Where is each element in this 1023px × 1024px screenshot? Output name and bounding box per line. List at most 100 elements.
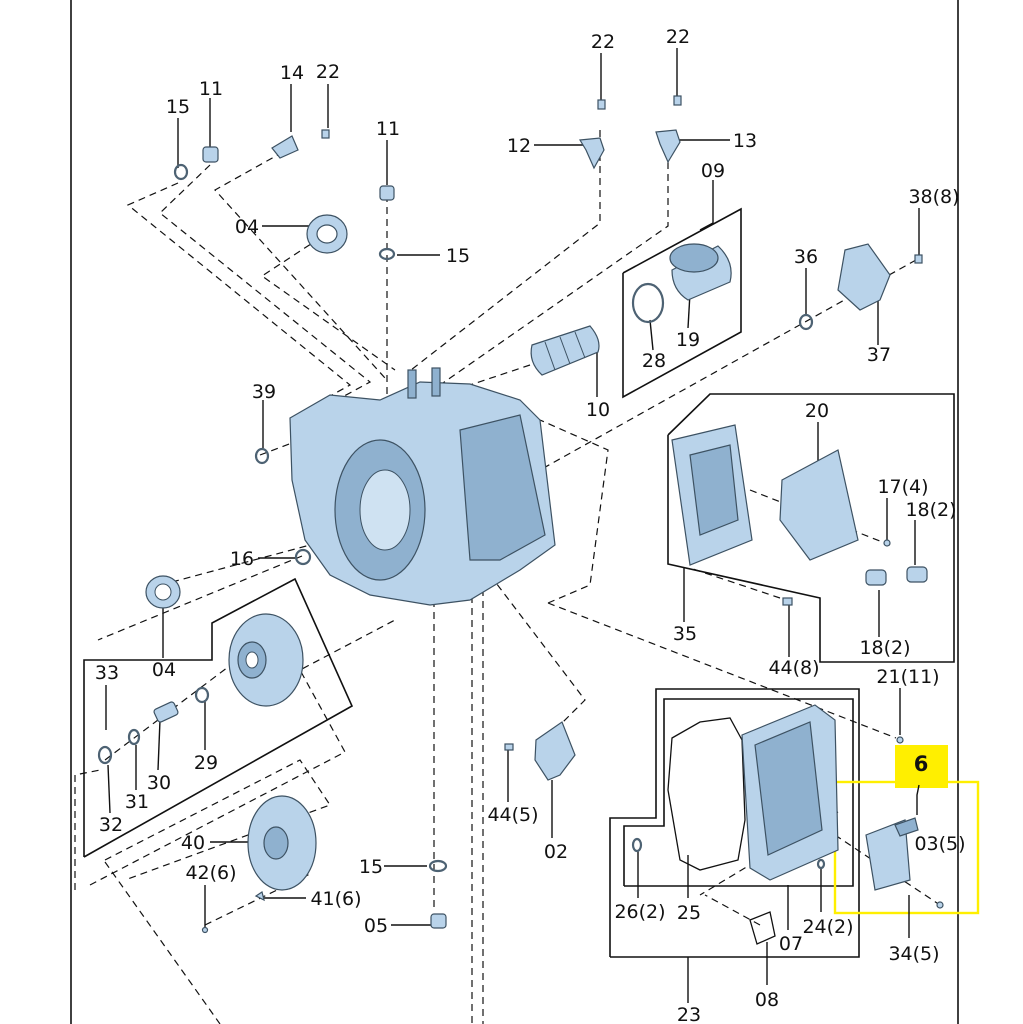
label-24: 24(2) [802,916,853,938]
bolt-21 [896,736,904,744]
label-04: 04 [235,216,259,238]
sensor-13 [655,129,681,164]
cooler-03 [865,817,919,891]
bolt-17 [883,539,891,547]
label-10: 10 [586,399,610,421]
label-26: 26(2) [614,901,665,923]
bolt-44a [782,597,793,606]
o-ring-16 [294,548,312,566]
label-12: 12 [507,135,531,157]
part-number-labels: 15 11 14 22 11 22 22 12 13 09 38(8) 04 1… [95,26,966,1024]
seal-04b [145,575,181,609]
bolt-22c [673,95,682,106]
filter-10 [530,325,600,376]
label-37: 37 [867,344,891,366]
o-ring-39 [254,447,270,465]
o-ring-26 [631,837,643,853]
highlight-number: 6 [914,752,929,776]
label-29: 29 [194,752,218,774]
label-03: 03(5) [914,833,965,855]
sensor-12 [578,137,605,170]
solenoid-18b [865,569,887,586]
bolt-38 [914,254,923,264]
plug-11b [379,185,395,201]
clutch-drum-33 [228,613,304,707]
bolt-22b [597,99,606,110]
bolt-34 [936,901,944,909]
filter-housing-19 [631,243,732,324]
leader-lines [105,48,920,1003]
bolt-22a [321,129,330,139]
label-33: 33 [95,662,119,684]
label-31: 31 [125,791,149,813]
label-42: 42(6) [185,862,236,884]
label-11: 11 [376,118,400,140]
plug-30 [153,701,179,723]
label-44: 44(8) [768,657,819,679]
label-05: 05 [364,915,388,937]
label-39: 39 [252,381,276,403]
o-ring-36 [798,313,814,331]
circlip-29 [194,686,210,704]
label-44: 44(5) [487,804,538,826]
label-17: 17(4) [877,476,928,498]
label-09: 09 [701,160,725,182]
label-25: 25 [677,902,701,924]
group-box-09 [622,207,742,399]
seal-04a [306,214,348,254]
group-box-35 [667,393,955,663]
oil-pan-07 [741,704,839,881]
valve-body-35 [671,424,753,566]
bolt-41 [254,891,265,902]
label-21: 21(11) [876,666,939,688]
label-08: 08 [755,989,779,1011]
label-15: 15 [446,245,470,267]
label-20: 20 [805,400,829,422]
bolt-42 [201,926,209,934]
label-30: 30 [147,772,171,794]
label-35: 35 [673,623,697,645]
part-small-items [173,95,923,264]
label-22: 22 [316,61,340,83]
label-38: 38(8) [908,186,959,208]
label-22: 22 [666,26,690,48]
o-ring-15c [428,859,448,873]
group-box-23-outer [609,688,860,958]
o-ring-32 [97,745,113,765]
label-18: 18(2) [859,637,910,659]
label-11: 11 [199,78,223,100]
label-23: 23 [677,1004,701,1024]
o-ring-24 [816,858,826,870]
label-19: 19 [676,329,700,351]
o-ring-31 [127,728,141,746]
label-18: 18(2) [905,499,956,521]
label-14: 14 [280,62,304,84]
o-ring-28 [631,282,665,324]
label-28: 28 [642,350,666,372]
o-ring-15b [378,247,396,261]
pump-02 [534,721,576,781]
bolt-44b [504,743,514,751]
label-34: 34(5) [888,943,939,965]
highlight-badge [895,745,948,788]
sensor-14 [271,135,299,159]
label-16: 16 [230,548,254,570]
plate-20 [779,449,859,561]
label-07: 07 [779,933,803,955]
cover-37 [837,243,891,311]
group-box-23-inner [623,698,854,887]
label-41: 41(6) [310,888,361,910]
cover-plate-40 [247,795,317,891]
gasket-08 [749,911,776,945]
transmission-housing [289,367,556,606]
label-36: 36 [794,246,818,268]
label-15: 15 [359,856,383,878]
label-22: 22 [591,31,615,53]
label-02: 02 [544,841,568,863]
o-ring-15a [173,163,189,181]
label-04: 04 [152,659,176,681]
label-13: 13 [733,130,757,152]
label-40: 40 [181,832,205,854]
plug-05 [430,913,447,929]
